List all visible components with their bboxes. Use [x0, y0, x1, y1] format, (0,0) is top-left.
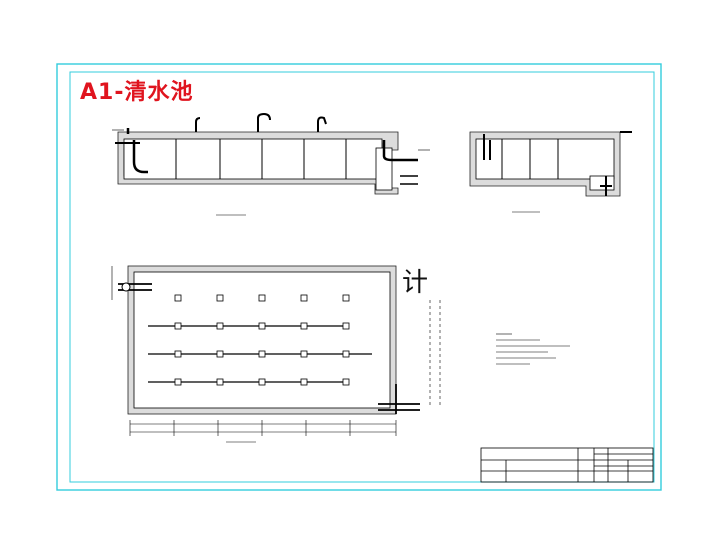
plan-node	[174, 294, 182, 302]
plan-node	[300, 350, 308, 358]
general-notes	[496, 333, 570, 365]
vent-pipe-2	[257, 112, 271, 132]
plan-node	[216, 350, 224, 358]
title-block	[480, 447, 654, 483]
outer-frame	[56, 63, 662, 491]
plan-manholes	[174, 294, 350, 386]
plan-node	[258, 294, 266, 302]
plan-view	[111, 265, 441, 443]
outlet-pipe	[382, 140, 418, 162]
plan-node	[216, 294, 224, 302]
plan-node	[258, 350, 266, 358]
plan-node	[300, 322, 308, 330]
section-2-2	[469, 131, 632, 213]
plan-node	[342, 378, 350, 386]
plan-outlet-pipe	[378, 384, 420, 414]
plan-node	[216, 378, 224, 386]
inlet-pipe	[126, 128, 148, 174]
plan-node	[174, 350, 182, 358]
vent-pipe-3	[317, 116, 327, 132]
plan-node	[258, 322, 266, 330]
plan-node	[342, 350, 350, 358]
plan-node	[342, 322, 350, 330]
title-heading: A1-清水池	[80, 80, 194, 105]
plan-node	[174, 378, 182, 386]
inner-frame	[69, 71, 655, 483]
plan-node	[300, 294, 308, 302]
plan-node	[258, 378, 266, 386]
plan-node	[342, 294, 350, 302]
section-1-1	[112, 112, 430, 216]
dimension-ticks	[129, 420, 397, 436]
plan-node	[216, 322, 224, 330]
plan-node	[174, 322, 182, 330]
plan-node	[300, 378, 308, 386]
vent-pipe-1	[195, 117, 201, 132]
